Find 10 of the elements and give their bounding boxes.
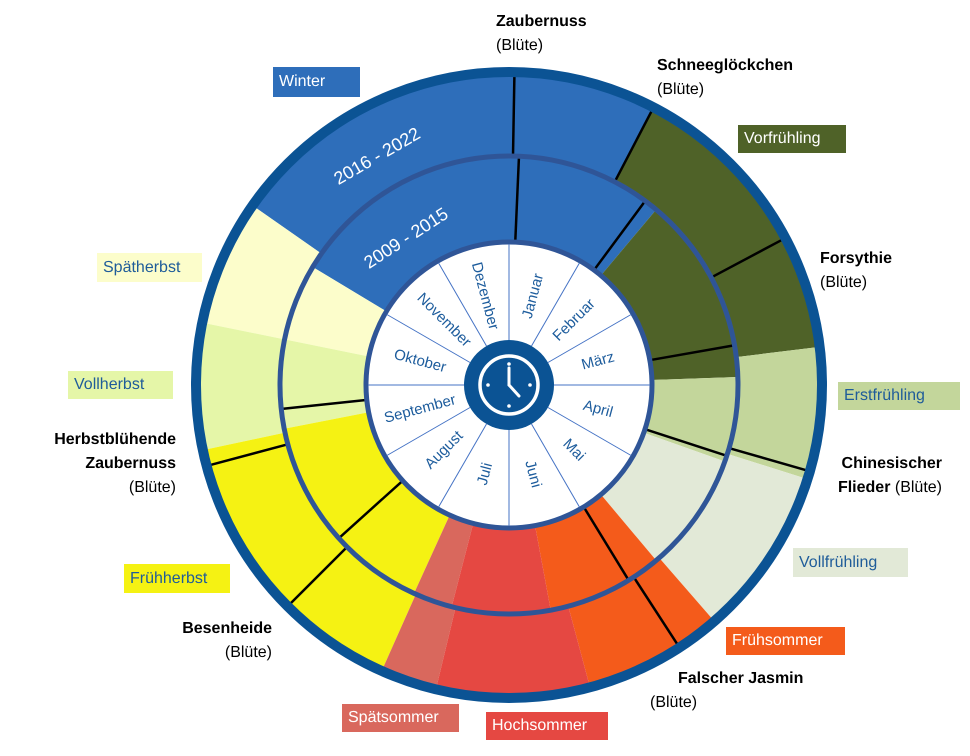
plant-label: Chinesischer Flieder (Blüte) <box>836 454 942 498</box>
season-tag: Vollherbst <box>68 371 173 399</box>
season-tag: Erstfrühling <box>838 382 960 410</box>
season-tag: Vollfrühling <box>793 548 908 577</box>
season-tag: Hochsommer <box>486 712 608 740</box>
plant-label: Forsythie (Blüte) <box>820 249 894 293</box>
season-tag: Spätherbst <box>97 253 202 282</box>
season-tag: Spätsommer <box>342 704 459 732</box>
plant-label: Zaubernuss (Blüte) <box>496 12 588 56</box>
plant-label: Herbstblühende Zaubernuss (Blüte) <box>53 430 176 498</box>
